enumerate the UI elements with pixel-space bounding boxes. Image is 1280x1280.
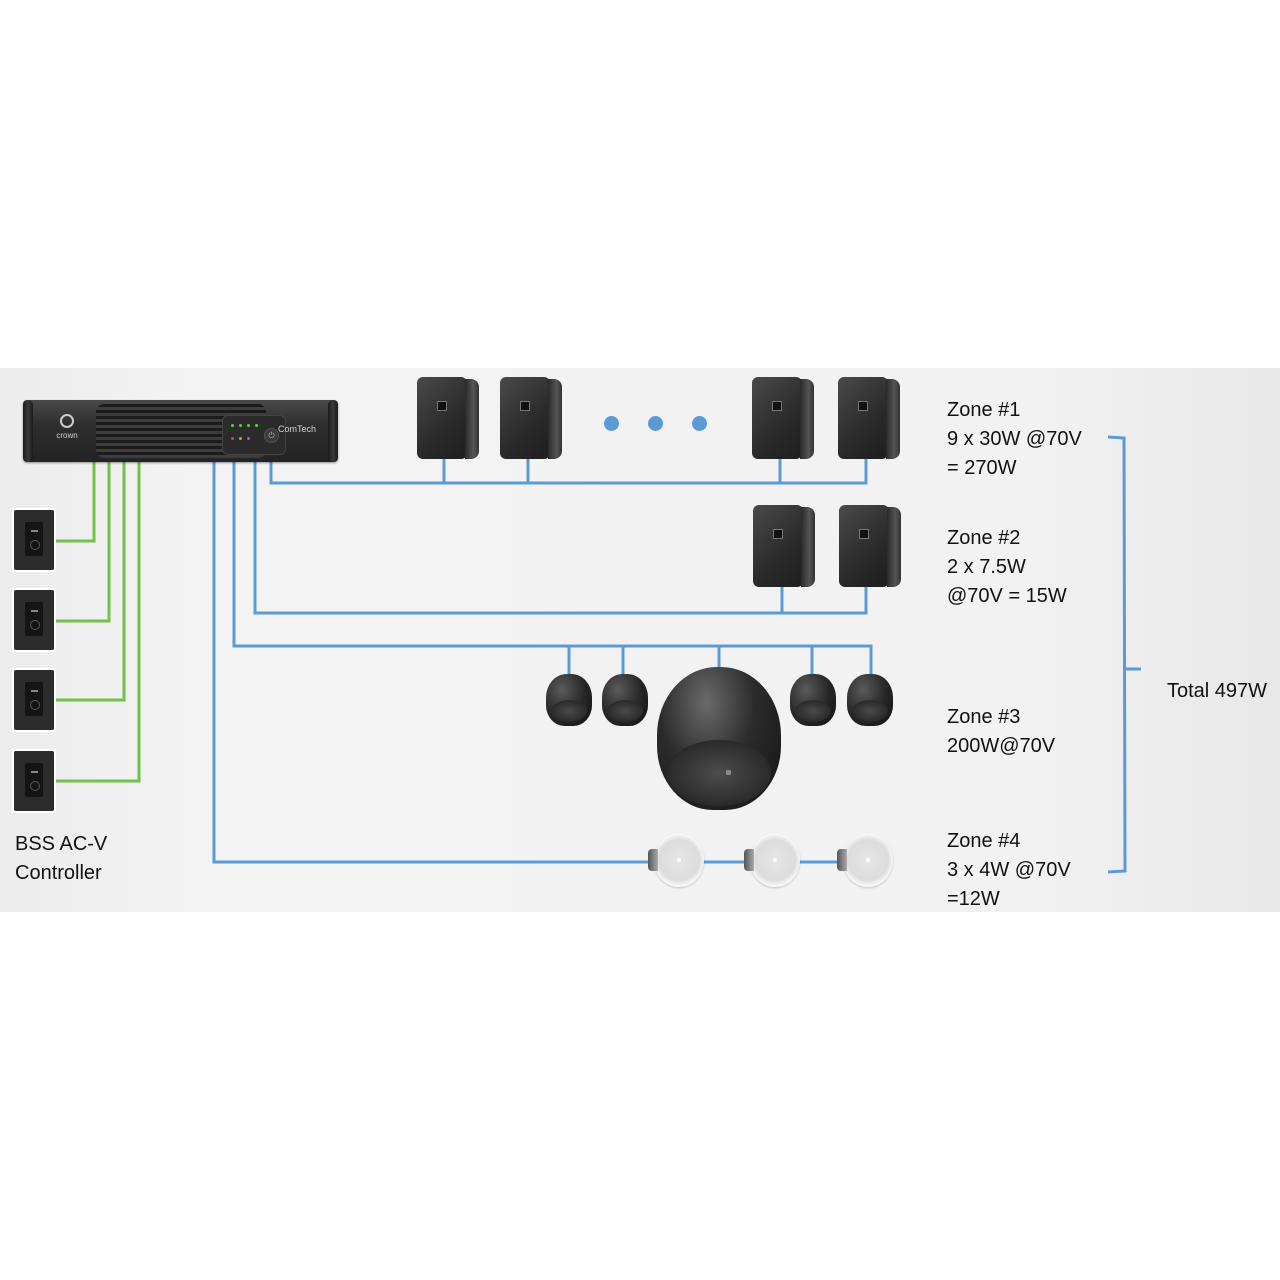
- ellipsis-dot-icon: [648, 416, 663, 431]
- wall-controller-2: [12, 588, 56, 652]
- zone4-label: Zone #4 3 x 4W @70V =12W: [947, 827, 1071, 914]
- volume-knob-icon: [30, 540, 40, 550]
- total-label: Total 497W: [1167, 677, 1267, 706]
- zone1-label: Zone #1 9 x 30W @70V = 270W: [947, 396, 1082, 483]
- zone2-title: Zone #2: [947, 527, 1021, 549]
- channel-led-4: [255, 424, 258, 427]
- zone2-line1: 2 x 7.5W: [947, 556, 1026, 578]
- wall-controller-3: [12, 668, 56, 732]
- power-button-icon: ⏻: [264, 428, 279, 443]
- control-wire-1: [56, 462, 96, 543]
- zone1-title: Zone #1: [947, 399, 1021, 421]
- zone4-line2: =12W: [947, 888, 1000, 910]
- zone4-ceiling-speaker: [648, 833, 704, 889]
- zone1-speaker: [417, 377, 479, 461]
- zone3-label: Zone #3 200W@70V: [947, 703, 1055, 761]
- total-bracket: [1107, 435, 1127, 874]
- amplifier-grille: ⏻: [96, 404, 286, 458]
- amplifier-rack-ear-left: [23, 400, 33, 462]
- crown-logo-icon: [60, 414, 74, 428]
- zone1-line1: 9 x 30W @70V: [947, 428, 1082, 450]
- channel-led-3: [247, 424, 250, 427]
- wall-controller-1: [12, 508, 56, 572]
- amplifier: crown ⏻ ComTech: [23, 400, 338, 462]
- amplifier-model-label: ComTech: [278, 424, 317, 434]
- zone4-ceiling-speaker: [744, 833, 800, 889]
- jbl-logo-icon: [772, 401, 782, 411]
- zone3-title: Zone #3: [947, 706, 1021, 728]
- wall-controller-4: [12, 749, 56, 813]
- zone4-line1: 3 x 4W @70V: [947, 859, 1071, 881]
- jbl-logo-icon: [520, 401, 530, 411]
- controller-label: BSS AC-V Controller: [15, 830, 107, 888]
- zone2-label: Zone #2 2 x 7.5W @70V = 15W: [947, 524, 1067, 611]
- zone4-title: Zone #4: [947, 830, 1021, 852]
- amplifier-control-panel: ⏻: [222, 415, 286, 455]
- zone1-wire: [269, 458, 868, 485]
- zone1-speaker: [500, 377, 562, 461]
- zone3-line1: 200W@70V: [947, 735, 1056, 757]
- controller-label-line1: BSS AC-V: [15, 833, 108, 855]
- volume-knob-icon: [30, 781, 40, 791]
- jbl-logo-icon: [859, 529, 869, 539]
- channel-led-1: [231, 424, 234, 427]
- zone2-speaker: [753, 505, 815, 589]
- amplifier-rack-ear-right: [328, 400, 338, 462]
- ellipsis-dot-icon: [692, 416, 707, 431]
- zone3-large-pendant-speaker: [657, 667, 781, 810]
- jbl-logo-icon: [773, 529, 783, 539]
- control-wire-4: [56, 462, 141, 783]
- status-led-network: [231, 437, 234, 440]
- amplifier-brand: crown: [47, 414, 87, 440]
- status-led-power: [247, 437, 250, 440]
- zone1-speaker: [838, 377, 900, 461]
- volume-knob-icon: [30, 700, 40, 710]
- zone3-pendant-speaker: [602, 674, 648, 726]
- jbl-logo-icon: [858, 401, 868, 411]
- zone1-speaker: [752, 377, 814, 461]
- zone3-pendant-speaker: [847, 674, 893, 726]
- amplifier-brand-text: crown: [56, 431, 78, 440]
- zone1-line2: = 270W: [947, 457, 1017, 479]
- zone3-pendant-speaker: [546, 674, 592, 726]
- zone2-speaker: [839, 505, 901, 589]
- zone4-ceiling-speaker: [837, 833, 893, 889]
- zone2-line2: @70V = 15W: [947, 585, 1067, 607]
- channel-led-2: [239, 424, 242, 427]
- status-led-thermal: [239, 437, 242, 440]
- jbl-logo-icon: [437, 401, 447, 411]
- total-power: Total 497W: [1167, 680, 1268, 702]
- volume-knob-icon: [30, 620, 40, 630]
- zone3-wire: [232, 462, 873, 675]
- controller-label-line2: Controller: [15, 862, 102, 884]
- zone2-wire: [253, 462, 868, 615]
- control-wire-2: [56, 462, 111, 623]
- control-wire-3: [56, 462, 126, 702]
- zone3-pendant-speaker: [790, 674, 836, 726]
- ellipsis-dot-icon: [604, 416, 619, 431]
